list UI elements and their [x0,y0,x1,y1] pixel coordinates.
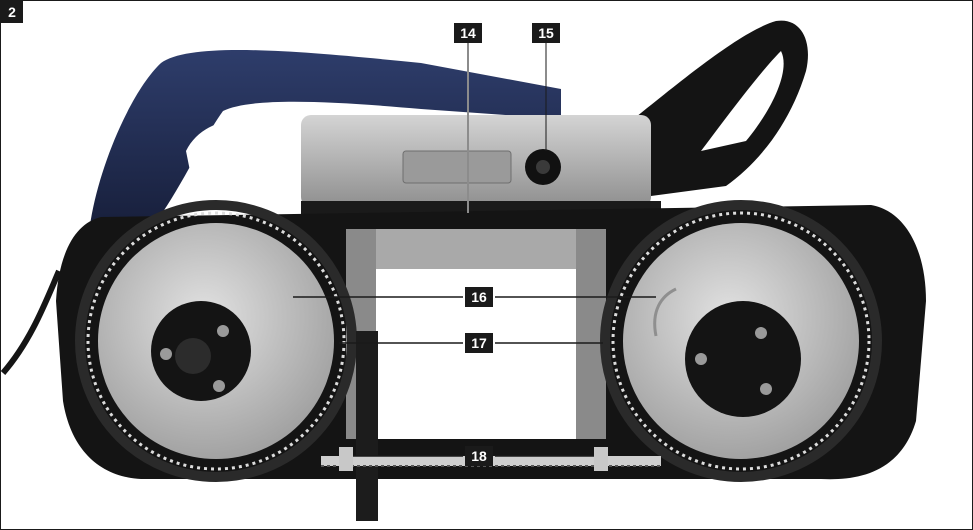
front-handle-opening [701,51,784,151]
center-housing [351,229,601,269]
rotation-arrow [653,287,677,337]
callout-16: 16 [465,287,493,307]
rear-handle [89,49,561,241]
callout-17: 17 [465,333,493,353]
right-blade-ring [600,200,882,482]
blade-guide-left [339,447,353,471]
blade-guide-right [594,447,608,471]
guide-shoe [356,331,378,521]
right-hub [685,301,801,417]
figure-number: 2 [1,1,23,23]
callout-14: 14 [454,23,482,43]
power-cord [1,269,62,375]
callout-15: 15 [532,23,560,43]
front-handle [631,20,808,197]
left-blade-ring [75,200,357,482]
brand-plate [402,150,512,184]
handle-grip-opening [186,116,301,201]
callout-18: 18 [465,446,493,466]
